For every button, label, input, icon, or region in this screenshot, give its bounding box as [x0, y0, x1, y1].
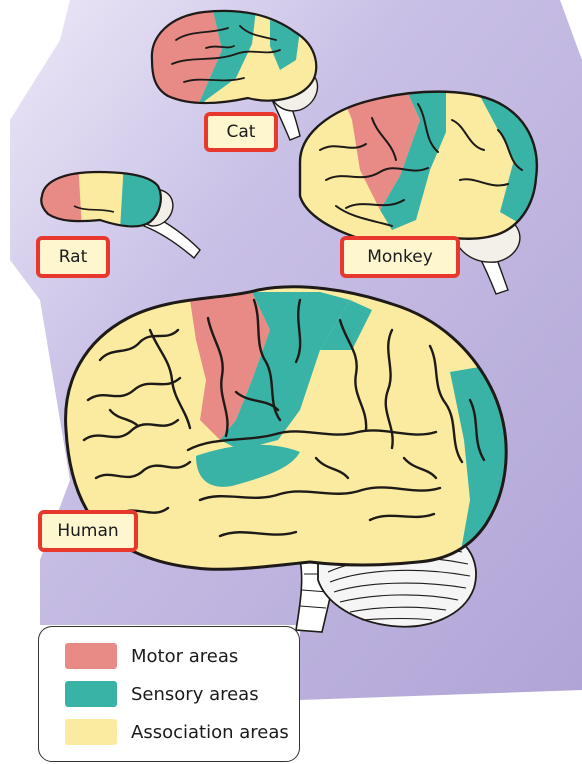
legend-item-sensory: Sensory areas — [65, 681, 259, 707]
legend-label-motor: Motor areas — [131, 646, 238, 667]
legend-item-motor: Motor areas — [65, 643, 238, 669]
monkey-label: Monkey — [340, 236, 460, 278]
rat-label: Rat — [36, 236, 110, 278]
human-label: Human — [38, 510, 138, 552]
association-swatch — [65, 719, 117, 745]
legend-label-association: Association areas — [131, 722, 289, 743]
legend: Motor areas Sensory areas Association ar… — [38, 626, 300, 762]
legend-item-association: Association areas — [65, 719, 289, 745]
human-brain — [50, 280, 530, 632]
legend-label-sensory: Sensory areas — [131, 684, 259, 705]
sensory-swatch — [65, 681, 117, 707]
motor-swatch — [65, 643, 117, 669]
cat-label: Cat — [204, 112, 278, 152]
